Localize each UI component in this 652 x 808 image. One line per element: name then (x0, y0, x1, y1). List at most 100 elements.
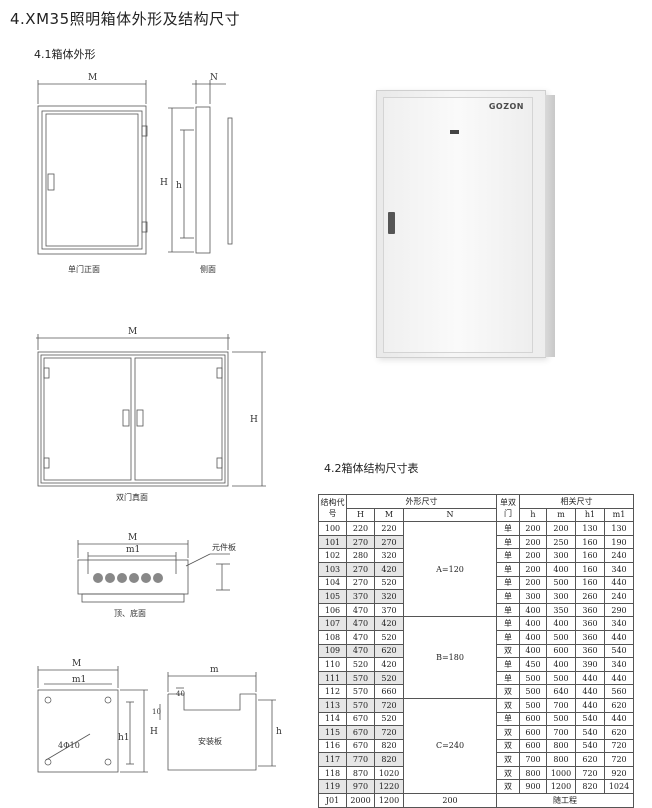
cell-door: 单 (496, 575, 520, 591)
cell-h: 200 (519, 561, 547, 577)
cell-H: 570 (346, 684, 375, 699)
cell-code: 113 (318, 697, 347, 713)
cell-H: 280 (346, 548, 375, 563)
cell-h1: 260 (575, 589, 605, 604)
cell-h1: 540 (575, 725, 605, 740)
cell-h1: 160 (575, 534, 605, 550)
cell-h: 400 (519, 602, 547, 618)
cell-m: 250 (546, 534, 576, 550)
cell-H: 670 (346, 738, 375, 754)
cell-h: 900 (519, 779, 547, 795)
cell-door: 双 (496, 725, 520, 740)
cell-door: 单 (496, 602, 520, 618)
dim-m1-top: m1 (126, 545, 140, 555)
cell-code: 110 (318, 657, 347, 672)
dim-M-single: M (88, 73, 97, 83)
caption-double: 双门真面 (116, 492, 148, 502)
cell-m: 350 (546, 602, 576, 618)
cell-door: 双 (496, 684, 520, 699)
cell-code: 115 (318, 725, 347, 740)
cell-m1: 1024 (604, 779, 634, 795)
cell-door: 双 (496, 643, 520, 659)
cell-M: 720 (374, 697, 404, 713)
outline-drawings: M N H h M H M m1 M m1 h1 H m h 10 40 单门正… (36, 73, 282, 773)
cell-m1: 240 (604, 548, 634, 563)
cell-code: 104 (318, 575, 347, 591)
cell-h1: 360 (575, 616, 605, 631)
cell-h1: 390 (575, 657, 605, 672)
cell-m1: 340 (604, 616, 634, 631)
section-outline-heading: 4.1箱体外形 (34, 48, 96, 61)
cell-code: 119 (318, 779, 347, 795)
cell-m: 700 (546, 697, 576, 713)
cell-m1: 560 (604, 684, 634, 699)
cell-M: 320 (374, 589, 404, 604)
cell-door: 单 (496, 534, 520, 550)
cell-h1: 360 (575, 629, 605, 645)
cell-M: 520 (374, 670, 404, 686)
last-row-M: 1200 (374, 793, 404, 808)
page-title: 4.XM35照明箱体外形及结构尺寸 (10, 10, 241, 28)
caption-single-front: 单门正面 (68, 264, 100, 274)
cell-h1: 440 (575, 697, 605, 713)
dim-H-back: H (150, 727, 158, 737)
header-h: h (519, 507, 547, 523)
cell-code: 118 (318, 765, 347, 781)
cell-H: 570 (346, 670, 375, 686)
cell-door: 单 (496, 589, 520, 604)
cell-code: 106 (318, 602, 347, 618)
cell-door: 双 (496, 779, 520, 795)
cell-door: 单 (496, 561, 520, 577)
cell-M: 620 (374, 643, 404, 659)
cell-m: 500 (546, 629, 576, 645)
cell-m1: 240 (604, 589, 634, 604)
cell-M: 320 (374, 548, 404, 563)
header-code: 结构代号 (318, 493, 347, 523)
cell-m: 200 (546, 521, 576, 536)
cell-m1: 340 (604, 561, 634, 577)
cell-H: 870 (346, 765, 375, 781)
cell-h1: 440 (575, 684, 605, 699)
section-table-heading: 4.2箱体结构尺寸表 (324, 462, 419, 475)
dim-H-double: H (250, 415, 258, 425)
cell-H: 220 (346, 521, 375, 536)
last-row-N: 200 (403, 793, 497, 808)
cell-M: 420 (374, 561, 404, 577)
double-door-outline (37, 351, 229, 487)
cell-m1: 720 (604, 752, 634, 767)
cell-h1: 160 (575, 575, 605, 591)
cell-m1: 190 (604, 534, 634, 550)
header-m1: m1 (604, 507, 634, 523)
cell-h: 400 (519, 629, 547, 645)
cell-h: 200 (519, 575, 547, 591)
cell-M: 1020 (374, 765, 404, 781)
cell-M: 660 (374, 684, 404, 699)
cell-code: 114 (318, 711, 347, 727)
cell-h1: 160 (575, 548, 605, 563)
cell-code: 112 (318, 684, 347, 699)
cell-m1: 440 (604, 670, 634, 686)
cell-H: 270 (346, 561, 375, 577)
cell-M: 520 (374, 629, 404, 645)
cell-code: 100 (318, 521, 347, 536)
cell-h: 200 (519, 521, 547, 536)
cell-m1: 340 (604, 657, 634, 672)
cell-door: 单 (496, 616, 520, 631)
cell-h1: 130 (575, 521, 605, 536)
cell-H: 520 (346, 657, 375, 672)
cell-M: 720 (374, 725, 404, 740)
last-row-code: J01 (318, 793, 347, 808)
cell-door: 单 (496, 548, 520, 563)
label-component-board: 元件板 (212, 542, 236, 552)
cell-door: 单 (496, 657, 520, 672)
cell-h1: 540 (575, 711, 605, 727)
cell-door: 双 (496, 765, 520, 781)
cell-h1: 360 (575, 602, 605, 618)
cell-H: 270 (346, 534, 375, 550)
